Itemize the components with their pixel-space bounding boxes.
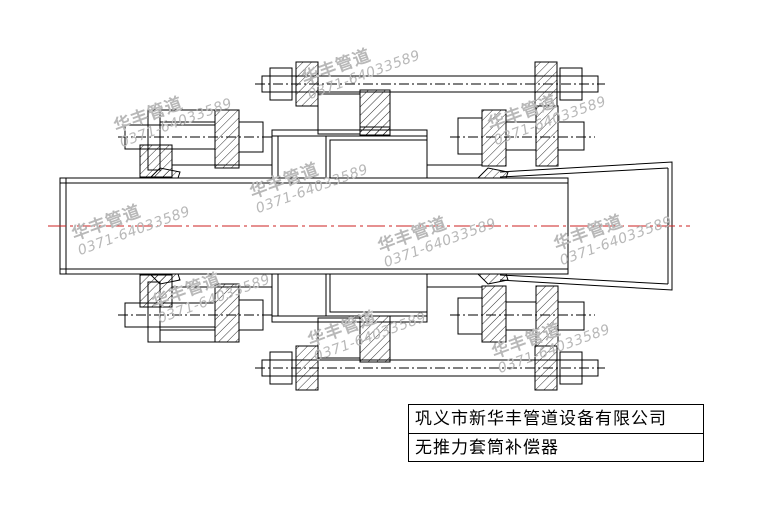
right-flange-upper [427, 105, 595, 179]
right-flange-lower [427, 273, 595, 347]
title-block: 巩义市新华丰管道设备有限公司 无推力套筒补偿器 [408, 404, 704, 462]
middle-sleeve-upper [271, 126, 428, 179]
bottom-tie-rod [255, 315, 605, 391]
top-tie-rod [255, 61, 605, 137]
company-name: 巩义市新华丰管道设备有限公司 [409, 405, 703, 434]
product-name: 无推力套筒补偿器 [415, 438, 559, 458]
middle-sleeve-lower [271, 273, 428, 323]
left-flange-lower [118, 273, 273, 343]
left-flange-upper [118, 109, 273, 179]
